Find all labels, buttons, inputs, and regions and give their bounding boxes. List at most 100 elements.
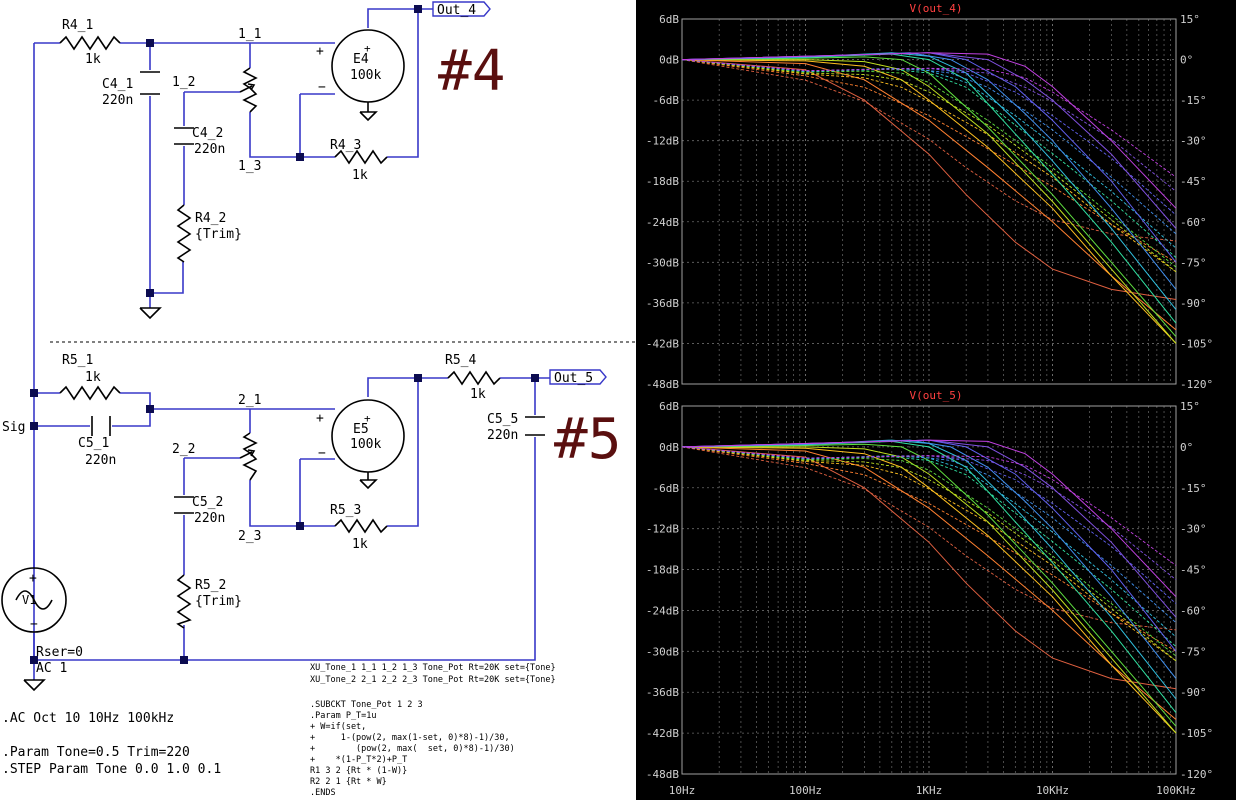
svg-text:+: + bbox=[29, 571, 37, 586]
y-tick-label: -18dB bbox=[646, 175, 679, 188]
series-line-phase[interactable] bbox=[681, 446, 1177, 657]
grid bbox=[681, 405, 1177, 775]
label-R4_1: R4_1 bbox=[62, 18, 93, 33]
subckt-line-2: .Param P_T=1u bbox=[310, 711, 377, 721]
series-line-phase[interactable] bbox=[681, 446, 1177, 652]
subckt-line-5: + (pow(2, max( set, 0)*8)-1)/30) bbox=[310, 744, 515, 754]
y2-tick-label: -45° bbox=[1180, 175, 1207, 188]
subckt-line-4: + 1-(pow(2, max(1-set, 0)*8)-1)/30, bbox=[310, 733, 510, 743]
y2-tick-label: -90° bbox=[1180, 686, 1207, 699]
series-line-phase[interactable] bbox=[681, 59, 1177, 273]
series-line-phase[interactable] bbox=[681, 59, 1177, 192]
series-line-phase[interactable] bbox=[681, 446, 1177, 631]
label-R5_4: R5_4 bbox=[445, 353, 476, 368]
plot-frame bbox=[681, 405, 1177, 775]
y-tick-label: -24dB bbox=[646, 216, 679, 229]
series-line-magnitude[interactable] bbox=[681, 440, 1177, 714]
label-node-1_2: 1_2 bbox=[172, 75, 195, 90]
schematic-canvas[interactable]: +− +− +− + + R4_1 1k C4_1 220n 1_1 1_2 1… bbox=[0, 0, 636, 800]
y-tick-label: -42dB bbox=[646, 727, 679, 740]
ground-v1 bbox=[23, 679, 46, 692]
subckt-line-1: .SUBCKT Tone_Pot 1 2 3 bbox=[310, 700, 423, 710]
series-line-magnitude[interactable] bbox=[682, 59, 1177, 344]
x-tick-label: 100KHz bbox=[1156, 784, 1196, 797]
svg-text:+: + bbox=[316, 44, 324, 59]
resistor-R4_2 bbox=[176, 204, 192, 263]
label-C5_1: C5_1 bbox=[78, 436, 109, 451]
subckt-line-6: + *(1-P_T*2)+P_T bbox=[310, 755, 407, 765]
subckt-line-9: .ENDS bbox=[310, 788, 336, 798]
y-tick-label: -36dB bbox=[646, 297, 679, 310]
junctions bbox=[30, 5, 539, 664]
label-R5_3: R5_3 bbox=[330, 503, 361, 518]
label-C5_5: C5_5 bbox=[487, 412, 518, 427]
components bbox=[1, 29, 545, 692]
resistor-R5_1 bbox=[59, 385, 121, 401]
x-tick-label: 100Hz bbox=[789, 784, 822, 797]
x-tick-label: 1KHz bbox=[916, 784, 943, 797]
x-tick-label: 10Hz bbox=[669, 784, 696, 797]
series-line-magnitude[interactable] bbox=[681, 446, 1177, 734]
y-tick-label: -18dB bbox=[646, 564, 679, 577]
label-R4_3-value: 1k bbox=[352, 168, 368, 183]
y-tick-label: -48dB bbox=[646, 768, 679, 781]
svg-text:−: − bbox=[318, 446, 326, 461]
y-tick-label: 6dB bbox=[659, 400, 679, 413]
waveform-viewer[interactable]: V(out_4) 6dB0dB-6dB-12dB-18dB-24dB-30dB-… bbox=[636, 0, 1236, 800]
xu-lines[interactable]: XU_Tone_1 1_1 1_2 1_3 Tone_Pot Rt=20K se… bbox=[310, 663, 556, 685]
series-line-phase[interactable] bbox=[681, 446, 1177, 662]
label-R4_3: R4_3 bbox=[330, 138, 361, 153]
series-line-phase[interactable] bbox=[681, 59, 1177, 216]
series-line-phase[interactable] bbox=[681, 59, 1177, 263]
y2-tick-label: 15° bbox=[1180, 13, 1200, 26]
series-line-magnitude[interactable] bbox=[681, 446, 1177, 690]
y-tick-label: -30dB bbox=[646, 256, 679, 269]
series-line-magnitude[interactable] bbox=[681, 59, 1177, 300]
label-R4_2-value: {Trim} bbox=[195, 227, 242, 242]
series-line-magnitude[interactable] bbox=[681, 53, 1177, 324]
label-R5_2: R5_2 bbox=[195, 578, 226, 593]
series-line-magnitude[interactable] bbox=[681, 446, 1177, 720]
series-line-phase[interactable] bbox=[681, 446, 1177, 581]
y2-tick-label: -120° bbox=[1180, 768, 1213, 781]
label-node-2_3: 2_3 bbox=[238, 529, 261, 544]
plot-pane-out4[interactable]: V(out_4) 6dB0dB-6dB-12dB-18dB-24dB-30dB-… bbox=[646, 2, 1213, 391]
subckt-line-3: + W=if(set, bbox=[310, 722, 366, 732]
label-node-1_1: 1_1 bbox=[238, 27, 261, 42]
y2-tick-label: -45° bbox=[1180, 564, 1207, 577]
plot-frame bbox=[681, 18, 1177, 385]
series-line-phase[interactable] bbox=[681, 59, 1177, 273]
series-line-magnitude[interactable] bbox=[682, 446, 1177, 734]
series-line-phase[interactable] bbox=[681, 59, 1177, 178]
out4-flag[interactable] bbox=[432, 1, 491, 17]
voltage-source-V1 bbox=[1, 567, 67, 633]
y2-tick-label: -105° bbox=[1180, 727, 1213, 740]
svg-text:−: − bbox=[318, 80, 326, 95]
wires bbox=[33, 8, 550, 680]
y2-tick-label: -60° bbox=[1180, 604, 1207, 617]
y2-tick-label: -120° bbox=[1180, 378, 1213, 391]
subckt-block[interactable]: .SUBCKT Tone_Pot 1 2 3 .Param P_T=1u + W… bbox=[310, 700, 515, 798]
series-line-magnitude[interactable] bbox=[681, 59, 1177, 331]
series-line-phase[interactable] bbox=[681, 446, 1177, 566]
y-tick-label: -30dB bbox=[646, 645, 679, 658]
label-E4: E4 bbox=[353, 52, 369, 67]
label-sig: Sig bbox=[2, 420, 25, 435]
series-line-phase[interactable] bbox=[681, 446, 1177, 662]
out5-flag[interactable] bbox=[549, 369, 607, 385]
directives-left[interactable]: .AC Oct 10 10Hz 100kHz .Param Tone=0.5 T… bbox=[2, 711, 221, 777]
series-line-phase[interactable] bbox=[681, 59, 1177, 242]
directive-step: .STEP Param Tone 0.0 1.0 0.1 bbox=[2, 762, 221, 777]
plot-title-out5: V(out_5) bbox=[910, 389, 963, 402]
resistor-R4_3 bbox=[334, 149, 388, 165]
series-line-magnitude[interactable] bbox=[681, 59, 1177, 344]
series-line-magnitude[interactable] bbox=[681, 439, 1177, 598]
plot-pane-out5[interactable]: V(out_5) 6dB0dB-6dB-12dB-18dB-24dB-30dB-… bbox=[646, 389, 1213, 797]
y2-tick-label: 0° bbox=[1180, 441, 1193, 454]
series-line-magnitude[interactable] bbox=[681, 52, 1177, 209]
y2-tick-label: -15° bbox=[1180, 94, 1207, 107]
label-C5_2-value: 220n bbox=[194, 511, 225, 526]
label-node-2_1: 2_1 bbox=[238, 393, 261, 408]
series-line-phase[interactable] bbox=[681, 446, 1177, 604]
hash-label-4: #4 bbox=[438, 39, 505, 104]
